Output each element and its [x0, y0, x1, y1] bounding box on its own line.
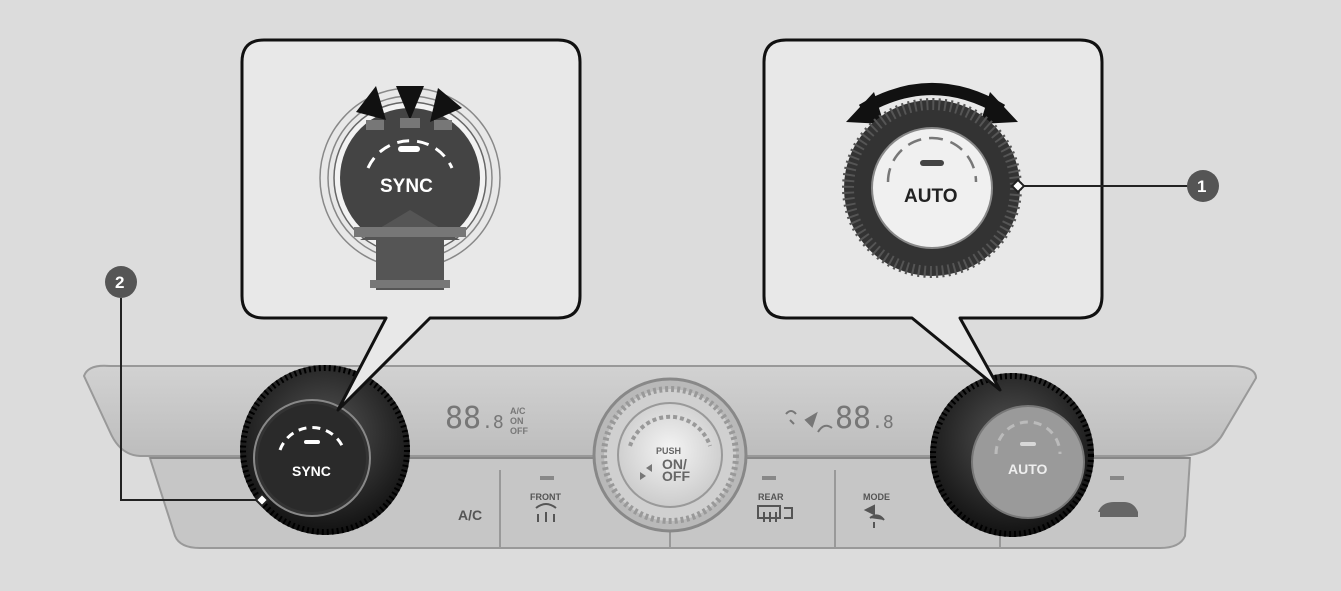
auto-knob-arc — [994, 420, 1062, 455]
sync-knob-arc — [278, 425, 346, 451]
recirculation-led — [1110, 476, 1124, 480]
push-label: PUSH — [656, 446, 681, 456]
mode-button-label: MODE — [863, 492, 890, 502]
callout-1: 1 — [1010, 170, 1219, 202]
auto-zoom-led — [920, 160, 944, 166]
front-defrost-icon — [535, 503, 557, 522]
recirculation-car-icon — [1098, 502, 1138, 517]
auto-zoom-arc — [886, 136, 978, 183]
sync-zoom-label: SYNC — [380, 176, 433, 197]
left-temp-decimal: .8 — [482, 412, 504, 433]
ac-button-label: A/C — [458, 507, 482, 523]
ac-button[interactable]: A/C — [458, 507, 482, 523]
auto-zoom-label: AUTO — [904, 186, 957, 207]
callout-2: 2 — [105, 266, 270, 508]
callout-1-badge — [1187, 170, 1219, 202]
callout-2-number: 2 — [115, 273, 124, 292]
rear-defrost-button[interactable]: REAR — [757, 476, 793, 522]
press-down-arrow-icon — [354, 210, 466, 290]
callout-2-pointer — [254, 492, 270, 508]
right-temp-decimal: .8 — [872, 412, 894, 433]
auto-knob[interactable]: AUTO — [930, 373, 1094, 537]
off-label: OFF — [662, 468, 690, 484]
callout-1-pointer — [1010, 178, 1026, 194]
front-defrost-button[interactable]: FRONT — [530, 476, 561, 522]
sync-zoom-callout: SYNC — [240, 38, 582, 412]
press-ray-right — [430, 88, 462, 122]
auto-zoom-knob: AUTO — [842, 98, 1022, 278]
fan-speed-arc — [628, 414, 712, 447]
ac-on-indicator: ON — [510, 416, 524, 426]
sync-zoom-led — [398, 146, 420, 152]
callout-2-badge — [105, 266, 137, 298]
rear-defrost-label: REAR — [758, 492, 784, 502]
callout-2-leader — [120, 298, 256, 501]
ac-off-indicator: OFF — [510, 426, 528, 436]
press-indicator-arrows — [356, 86, 462, 130]
left-temp-digits: 88 — [445, 401, 481, 436]
fan-knob[interactable]: PUSH ON/ OFF — [592, 377, 748, 533]
rotate-arrow-icon — [846, 83, 1018, 124]
ac-indicator: A/C — [510, 406, 526, 416]
mode-button[interactable]: MODE — [863, 492, 890, 528]
press-ray-left — [356, 86, 386, 120]
sync-knob-label: SYNC — [292, 463, 331, 479]
front-defrost-label: FRONT — [530, 492, 561, 502]
right-temperature-display: 88 .8 — [785, 401, 894, 436]
callout-1-number: 1 — [1197, 177, 1206, 196]
sync-knob-led — [304, 440, 320, 444]
sync-knob[interactable]: SYNC — [240, 365, 410, 535]
front-defrost-led — [540, 476, 554, 480]
rear-defrost-icon — [757, 505, 793, 522]
on-label: ON/ — [662, 456, 687, 472]
mode-airflow-icon — [863, 504, 885, 528]
left-temperature-display: 88 .8 A/C ON OFF — [445, 401, 528, 436]
sync-zoom-arc — [366, 139, 454, 169]
recirculation-button[interactable] — [1098, 476, 1138, 517]
defrost-airflow-indicator-icon — [785, 410, 833, 433]
press-ray-center — [396, 86, 424, 120]
fan-icon — [640, 464, 652, 480]
auto-knob-led — [1020, 442, 1036, 446]
auto-zoom-callout: AUTO — [762, 38, 1104, 392]
rear-defrost-led — [762, 476, 776, 480]
right-temp-digits: 88 — [835, 401, 871, 436]
auto-knob-label: AUTO — [1008, 461, 1048, 477]
sync-zoom-knob: SYNC — [319, 87, 501, 269]
